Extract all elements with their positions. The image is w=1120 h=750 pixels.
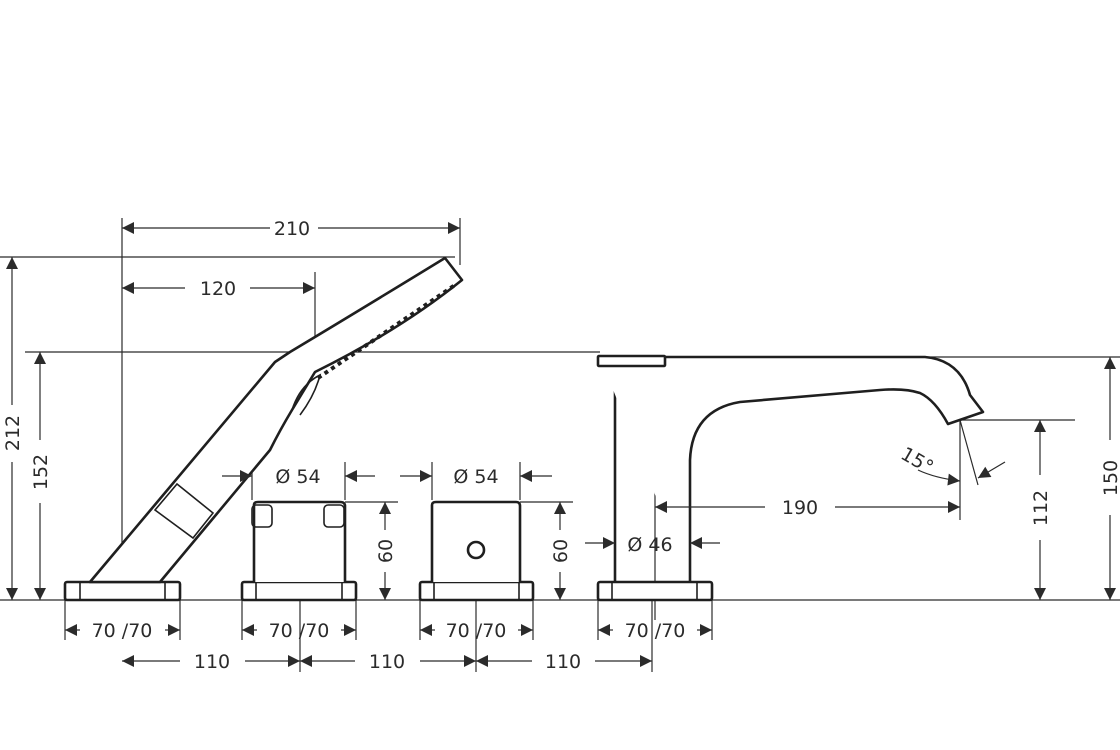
handshower-height-label: 152 (30, 454, 52, 490)
extension-lines (0, 218, 1120, 672)
dimension-lines (6, 222, 1116, 667)
overall-height-label: 212 (2, 415, 24, 451)
handshower-reach-label: 120 (200, 278, 236, 300)
base-size-label: 70 /70 (92, 620, 153, 642)
valve2-height-label: 60 (550, 539, 572, 563)
valve2-diameter-label: Ø 54 (453, 466, 498, 488)
base-size-label: 70 /70 (269, 620, 330, 642)
spout-projection-label: 190 (782, 497, 818, 519)
spout-height-label: 150 (1100, 460, 1120, 496)
spacing-label: 110 (545, 651, 581, 673)
spacing-label: 110 (194, 651, 230, 673)
spout-outlet-height-label: 112 (1030, 490, 1052, 526)
valve-handle-2 (418, 500, 535, 602)
overall-width-label: 210 (274, 218, 310, 240)
base-size-label: 70 /70 (625, 620, 686, 642)
base-size-label: 70 /70 (446, 620, 507, 642)
valve-handle-1 (240, 500, 358, 602)
spout-angle-label: 15° (897, 443, 937, 479)
spout-diameter-label: Ø 46 (627, 534, 672, 556)
spacing-label: 110 (369, 651, 405, 673)
valve1-height-label: 60 (375, 539, 397, 563)
valve1-diameter-label: Ø 54 (275, 466, 320, 488)
handshower (63, 256, 464, 602)
spout (596, 354, 985, 602)
